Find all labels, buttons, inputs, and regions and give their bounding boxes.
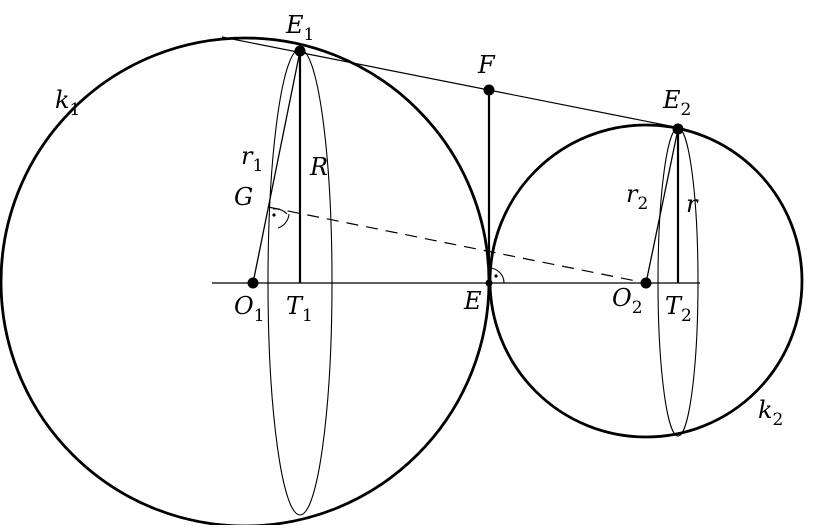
radius-r2 — [645, 128, 679, 284]
label-E: E — [463, 287, 482, 315]
label-O1: O1 — [234, 292, 265, 326]
label-G: G — [234, 183, 253, 211]
label-r1: r1 — [241, 142, 263, 176]
label-r2: r2 — [626, 180, 648, 214]
label-E2: E2 — [662, 86, 691, 120]
label-R: R — [309, 153, 328, 181]
label-T2: T2 — [665, 292, 692, 326]
point-E1 — [294, 45, 306, 57]
right-angle-arc-G-2 — [277, 213, 290, 229]
point-F — [483, 84, 495, 96]
dashed-line-G-O2 — [267, 206, 647, 284]
point-E2 — [672, 123, 684, 135]
right-angle-arc-G — [272, 208, 288, 215]
label-E1: E1 — [285, 11, 314, 45]
right-angle-dot-E — [494, 274, 498, 278]
radius-r1 — [252, 50, 301, 284]
label-k2: k2 — [758, 396, 783, 430]
right-angle-arc-E — [488, 267, 505, 284]
label-k1: k1 — [55, 86, 80, 120]
label-T1: T1 — [286, 292, 313, 326]
point-O2 — [640, 277, 652, 289]
label-F: F — [477, 51, 496, 79]
right-angle-dot-G — [272, 213, 276, 217]
point-O1 — [247, 277, 259, 289]
label-r: r — [686, 190, 699, 218]
point-E — [485, 279, 493, 287]
label-O2: O2 — [612, 284, 643, 318]
